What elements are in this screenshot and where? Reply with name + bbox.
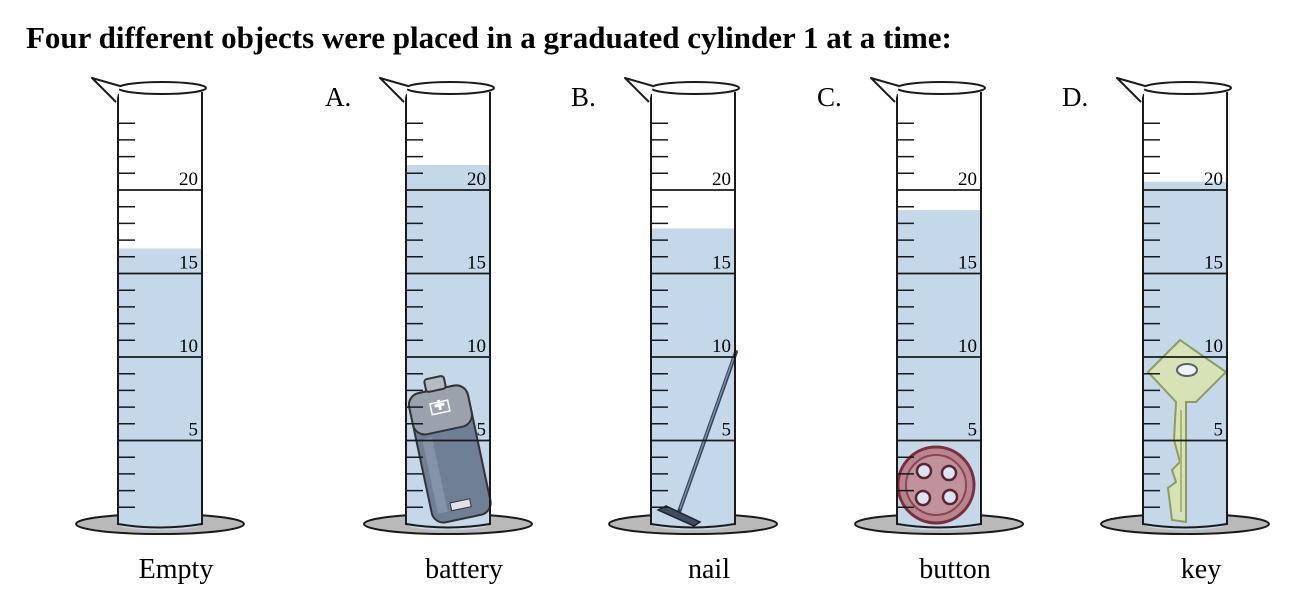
- option-letter: C.: [817, 82, 842, 112]
- cylinder-2: 5 10 15 20 A. battery: [325, 77, 533, 585]
- cylinder-wall: [117, 92, 203, 529]
- option-letter: A.: [325, 82, 351, 112]
- scale-label-20: 20: [712, 169, 731, 190]
- scale-label-10: 10: [712, 336, 731, 357]
- cylinder-wall: [896, 92, 982, 529]
- cylinder-rim: [405, 81, 495, 95]
- scale-label-10: 10: [1204, 336, 1223, 357]
- cylinder-3: 5 10 15 20 B. nail: [571, 77, 778, 585]
- object-caption: battery: [425, 554, 503, 585]
- scale-label-20: 20: [958, 169, 977, 190]
- page-title: Four different objects were placed in a …: [26, 20, 952, 55]
- scale-label-10: 10: [179, 336, 198, 357]
- cylinder-spout: [870, 77, 900, 103]
- cylinder-spout: [624, 77, 654, 103]
- scale-label-15: 15: [1204, 253, 1223, 274]
- cylinder-spout: [1116, 77, 1146, 103]
- scale-label-15: 15: [467, 253, 486, 274]
- option-letter: B.: [571, 82, 596, 112]
- object-caption: Empty: [139, 554, 214, 585]
- cylinder-4: 5 10 15 20 C. button: [817, 77, 1024, 585]
- cylinder-wall: [650, 92, 736, 529]
- object-caption: nail: [688, 554, 730, 585]
- scale-label-10: 10: [467, 336, 486, 357]
- cylinder-rim: [896, 81, 986, 95]
- scale-label-15: 15: [712, 253, 731, 274]
- cylinder-rim: [1142, 81, 1232, 95]
- scale-label-15: 15: [958, 253, 977, 274]
- cylinder-rim: [117, 81, 207, 95]
- scale-label-20: 20: [467, 169, 486, 190]
- cylinder-wall: [405, 92, 491, 529]
- scale-label-15: 15: [179, 253, 198, 274]
- cylinder-5: 5 10 15 20 D. key: [1062, 77, 1270, 585]
- option-letter: D.: [1062, 82, 1088, 112]
- object-caption: button: [919, 554, 991, 585]
- cylinder-rim: [650, 81, 740, 95]
- water-fill: [118, 248, 202, 524]
- cylinder-spout: [91, 77, 121, 103]
- cylinder-wall: [1142, 92, 1228, 529]
- cylinder-spout: [379, 77, 409, 103]
- key-icon: [1146, 338, 1228, 524]
- scale-label-5: 5: [968, 420, 978, 441]
- button-icon: [896, 445, 976, 525]
- scale-label-5: 5: [477, 420, 487, 441]
- scale-label-5: 5: [189, 420, 199, 441]
- scale-label-10: 10: [958, 336, 977, 357]
- scale-label-20: 20: [1204, 169, 1223, 190]
- scale-label-20: 20: [179, 169, 198, 190]
- scale-label-5: 5: [722, 420, 732, 441]
- scale-label-5: 5: [1214, 420, 1224, 441]
- object-caption: key: [1181, 554, 1221, 585]
- battery-icon: [407, 375, 492, 524]
